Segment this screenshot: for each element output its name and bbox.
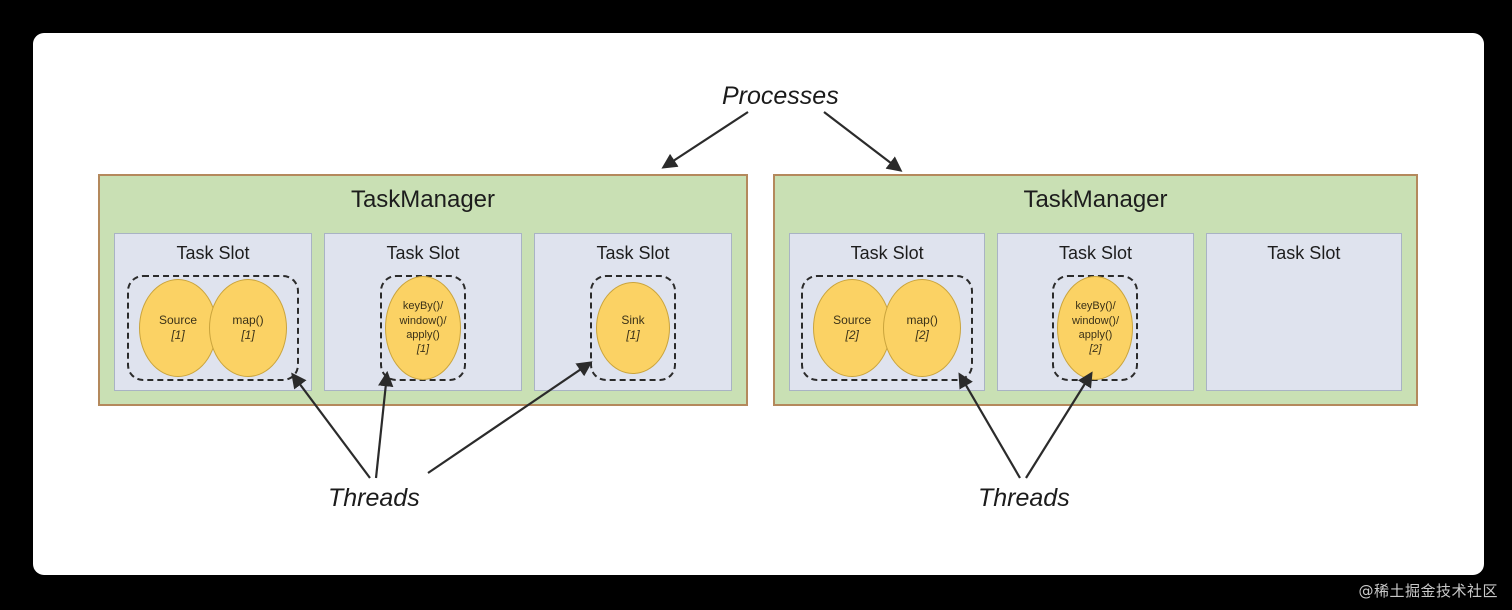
task-slot-1-1-title: Task Slot bbox=[176, 243, 250, 263]
thread-group-2-1: Source [2] map() [2] bbox=[801, 275, 974, 381]
operator-bubble-source-2: Source [2] bbox=[813, 279, 892, 377]
task-slot-1-2-title: Task Slot bbox=[386, 243, 460, 263]
taskmanager-right-slots: Task Slot Source [2] map() [2] bbox=[789, 233, 1402, 391]
operator-bubble-map-2: map() [2] bbox=[883, 279, 962, 377]
threads-label-right: Threads bbox=[978, 484, 1070, 512]
taskmanager-right-title: TaskManager bbox=[1023, 186, 1168, 213]
taskmanager-left-title: TaskManager bbox=[350, 186, 496, 213]
task-slot-2-2[interactable]: Task Slot keyBy()/ window()/ apply() [2] bbox=[997, 233, 1194, 391]
task-slot-2-1-title: Task Slot bbox=[850, 243, 924, 263]
task-slot-2-3-title: Task Slot bbox=[1267, 243, 1341, 263]
task-slot-1-3[interactable]: Task Slot Sink [1] bbox=[534, 233, 732, 391]
thread-group-1-2: keyBy()/ window()/ apply() [1] bbox=[380, 275, 466, 381]
operator-bubble-window-1: keyBy()/ window()/ apply() [1] bbox=[385, 276, 461, 380]
task-slot-1-1[interactable]: Task Slot Source [1] map() [1] bbox=[114, 233, 312, 391]
thread-group-1-3: Sink [1] bbox=[590, 275, 676, 381]
operator-bubble-window-2: keyBy()/ window()/ apply() [2] bbox=[1057, 276, 1134, 380]
task-slot-1-3-title: Task Slot bbox=[596, 243, 670, 263]
threads-label-left: Threads bbox=[328, 484, 420, 512]
operator-bubble-map-1: map() [1] bbox=[209, 279, 287, 377]
task-slot-2-2-title: Task Slot bbox=[1058, 243, 1132, 263]
task-slot-2-3[interactable]: Task Slot bbox=[1205, 233, 1402, 391]
thread-group-2-2: keyBy()/ window()/ apply() [2] bbox=[1052, 275, 1139, 381]
operator-bubble-sink-1: Sink [1] bbox=[596, 282, 670, 374]
task-slot-2-1[interactable]: Task Slot Source [2] map() [2] bbox=[789, 233, 986, 391]
processes-label: Processes bbox=[722, 82, 839, 110]
operator-bubble-source-1: Source [1] bbox=[139, 279, 217, 377]
taskmanager-left: TaskManager Task Slot Source [1] map() [… bbox=[98, 174, 748, 406]
taskmanager-left-slots: Task Slot Source [1] map() [1] bbox=[114, 233, 732, 391]
task-slot-1-2[interactable]: Task Slot keyBy()/ window()/ apply() [1] bbox=[324, 233, 522, 391]
taskmanager-right: TaskManager Task Slot Source [2] map() [… bbox=[773, 174, 1418, 406]
thread-group-1-1: Source [1] map() [1] bbox=[127, 275, 299, 381]
watermark: @稀土掘金技术社区 bbox=[1358, 582, 1498, 600]
